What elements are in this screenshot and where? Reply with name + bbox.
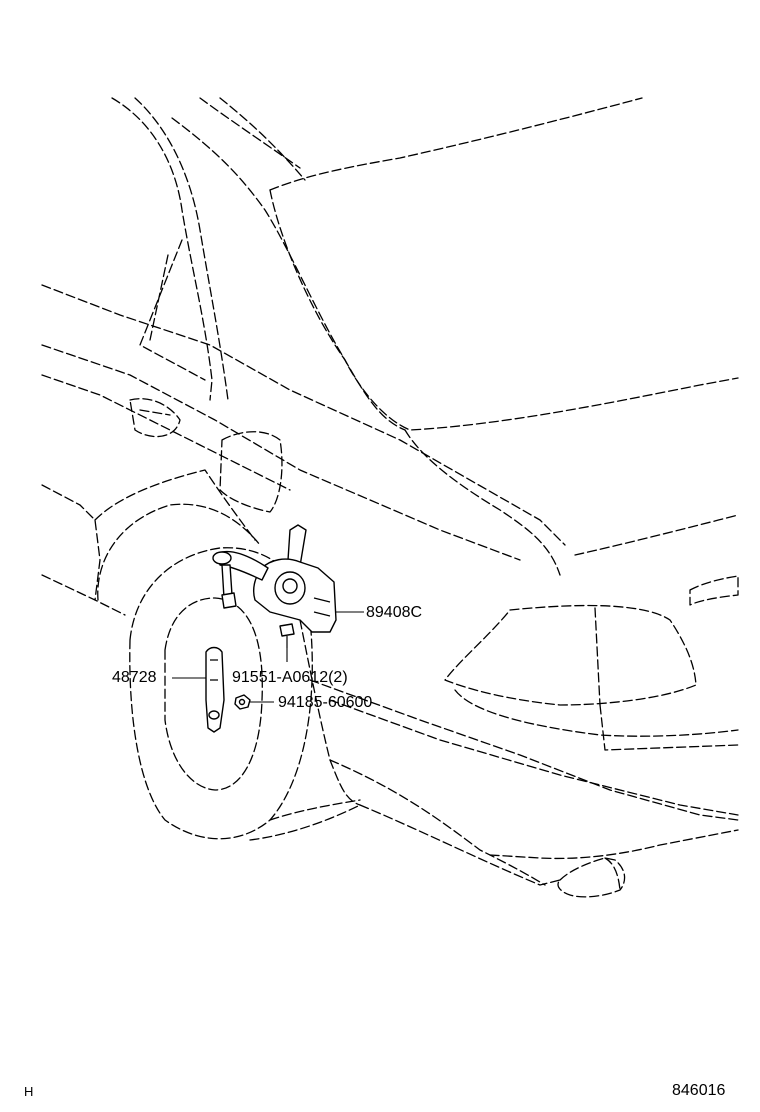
callout-sensor[interactable]: 89408C [366,604,422,621]
callout-bolt[interactable]: 91551-A0612(2) [232,669,348,686]
height-sensor-assembly [212,524,337,648]
leader-lines [172,611,364,703]
illustration-number: 846016 [672,1082,725,1099]
height-control-link [205,646,251,733]
footer-left-code: H [24,1084,33,1099]
vehicle-body-outline [41,97,739,898]
callout-labels: 89408C 91551-A0612(2) 48728 94185-60600 [112,604,422,711]
callout-link[interactable]: 48728 [112,669,157,686]
callout-nut[interactable]: 94185-60600 [278,694,372,711]
